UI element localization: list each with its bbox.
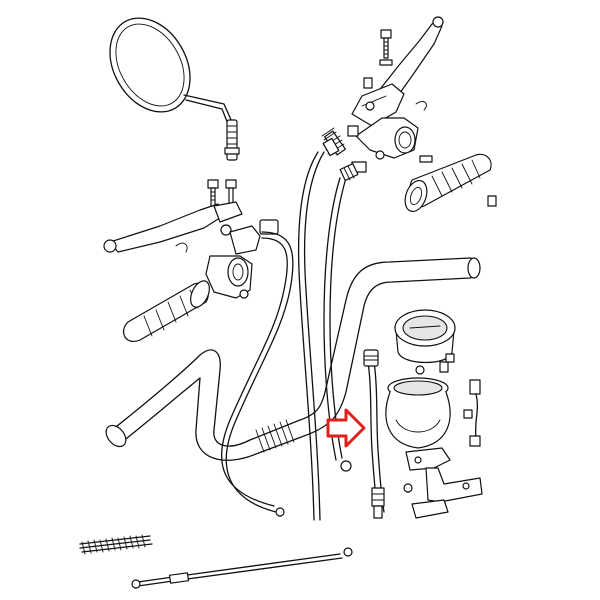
return-spring <box>79 534 153 555</box>
mirror <box>109 17 240 161</box>
clutch-lever <box>351 16 444 163</box>
handlebar <box>105 257 481 461</box>
speedometer-cup <box>385 377 451 449</box>
speedometer-wiring <box>463 379 481 447</box>
right-grip <box>404 153 497 213</box>
front-brake-lever <box>103 179 279 299</box>
speedometer <box>394 309 456 375</box>
throttle-cable <box>297 127 340 521</box>
speedometer-bracket <box>403 447 483 519</box>
left-grip <box>123 280 210 342</box>
lever-pivot-screw <box>363 29 393 89</box>
loose-cable <box>131 547 353 589</box>
choke-cable <box>221 231 294 517</box>
highlight-arrow <box>326 408 366 448</box>
speedometer-drive-cable <box>363 349 385 519</box>
